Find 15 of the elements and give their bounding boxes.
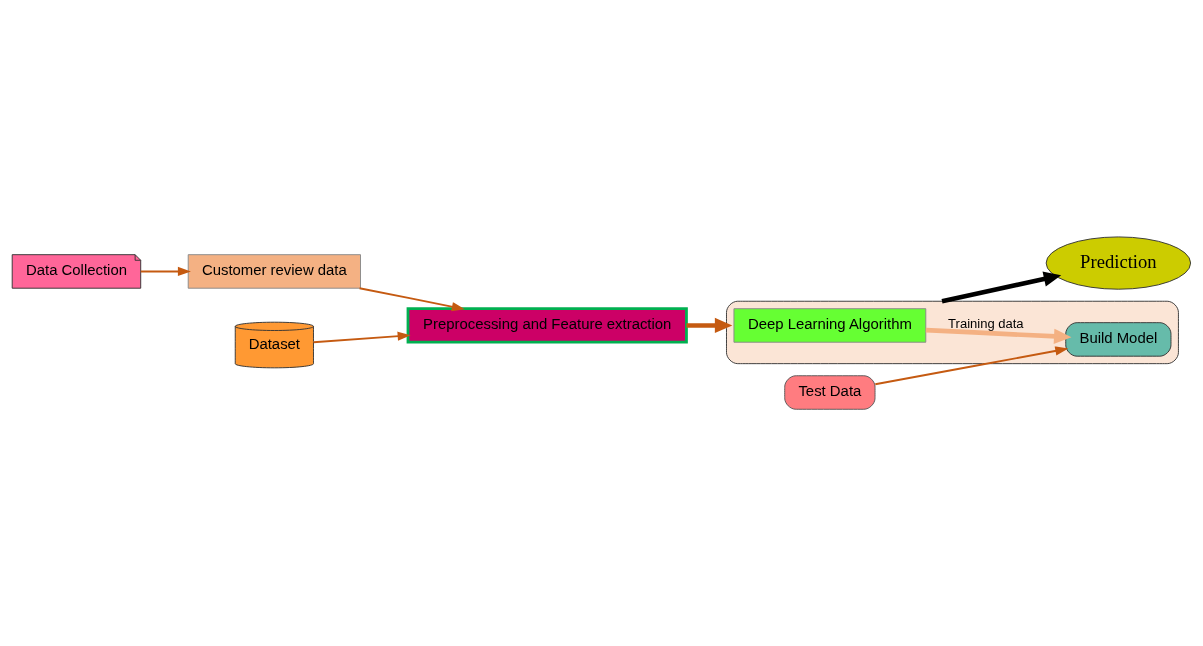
arrow [941, 271, 1062, 304]
node-box: Build Model [1065, 322, 1172, 357]
node-box: Preprocessing and Feature extraction [406, 307, 688, 344]
arrow [139, 266, 191, 276]
edge-label: Training data [948, 316, 1024, 332]
arrow [925, 327, 1072, 344]
arrow [686, 317, 733, 334]
node-box: Customer review data [187, 254, 361, 289]
cluster [726, 300, 1179, 365]
arrow [874, 346, 1069, 386]
arrow [358, 287, 465, 312]
node-ellipse: Prediction [1045, 236, 1192, 290]
node-box: Deep Learning Algorithm [733, 308, 927, 343]
node-box: Test Data [784, 375, 876, 410]
arrow [312, 331, 411, 344]
